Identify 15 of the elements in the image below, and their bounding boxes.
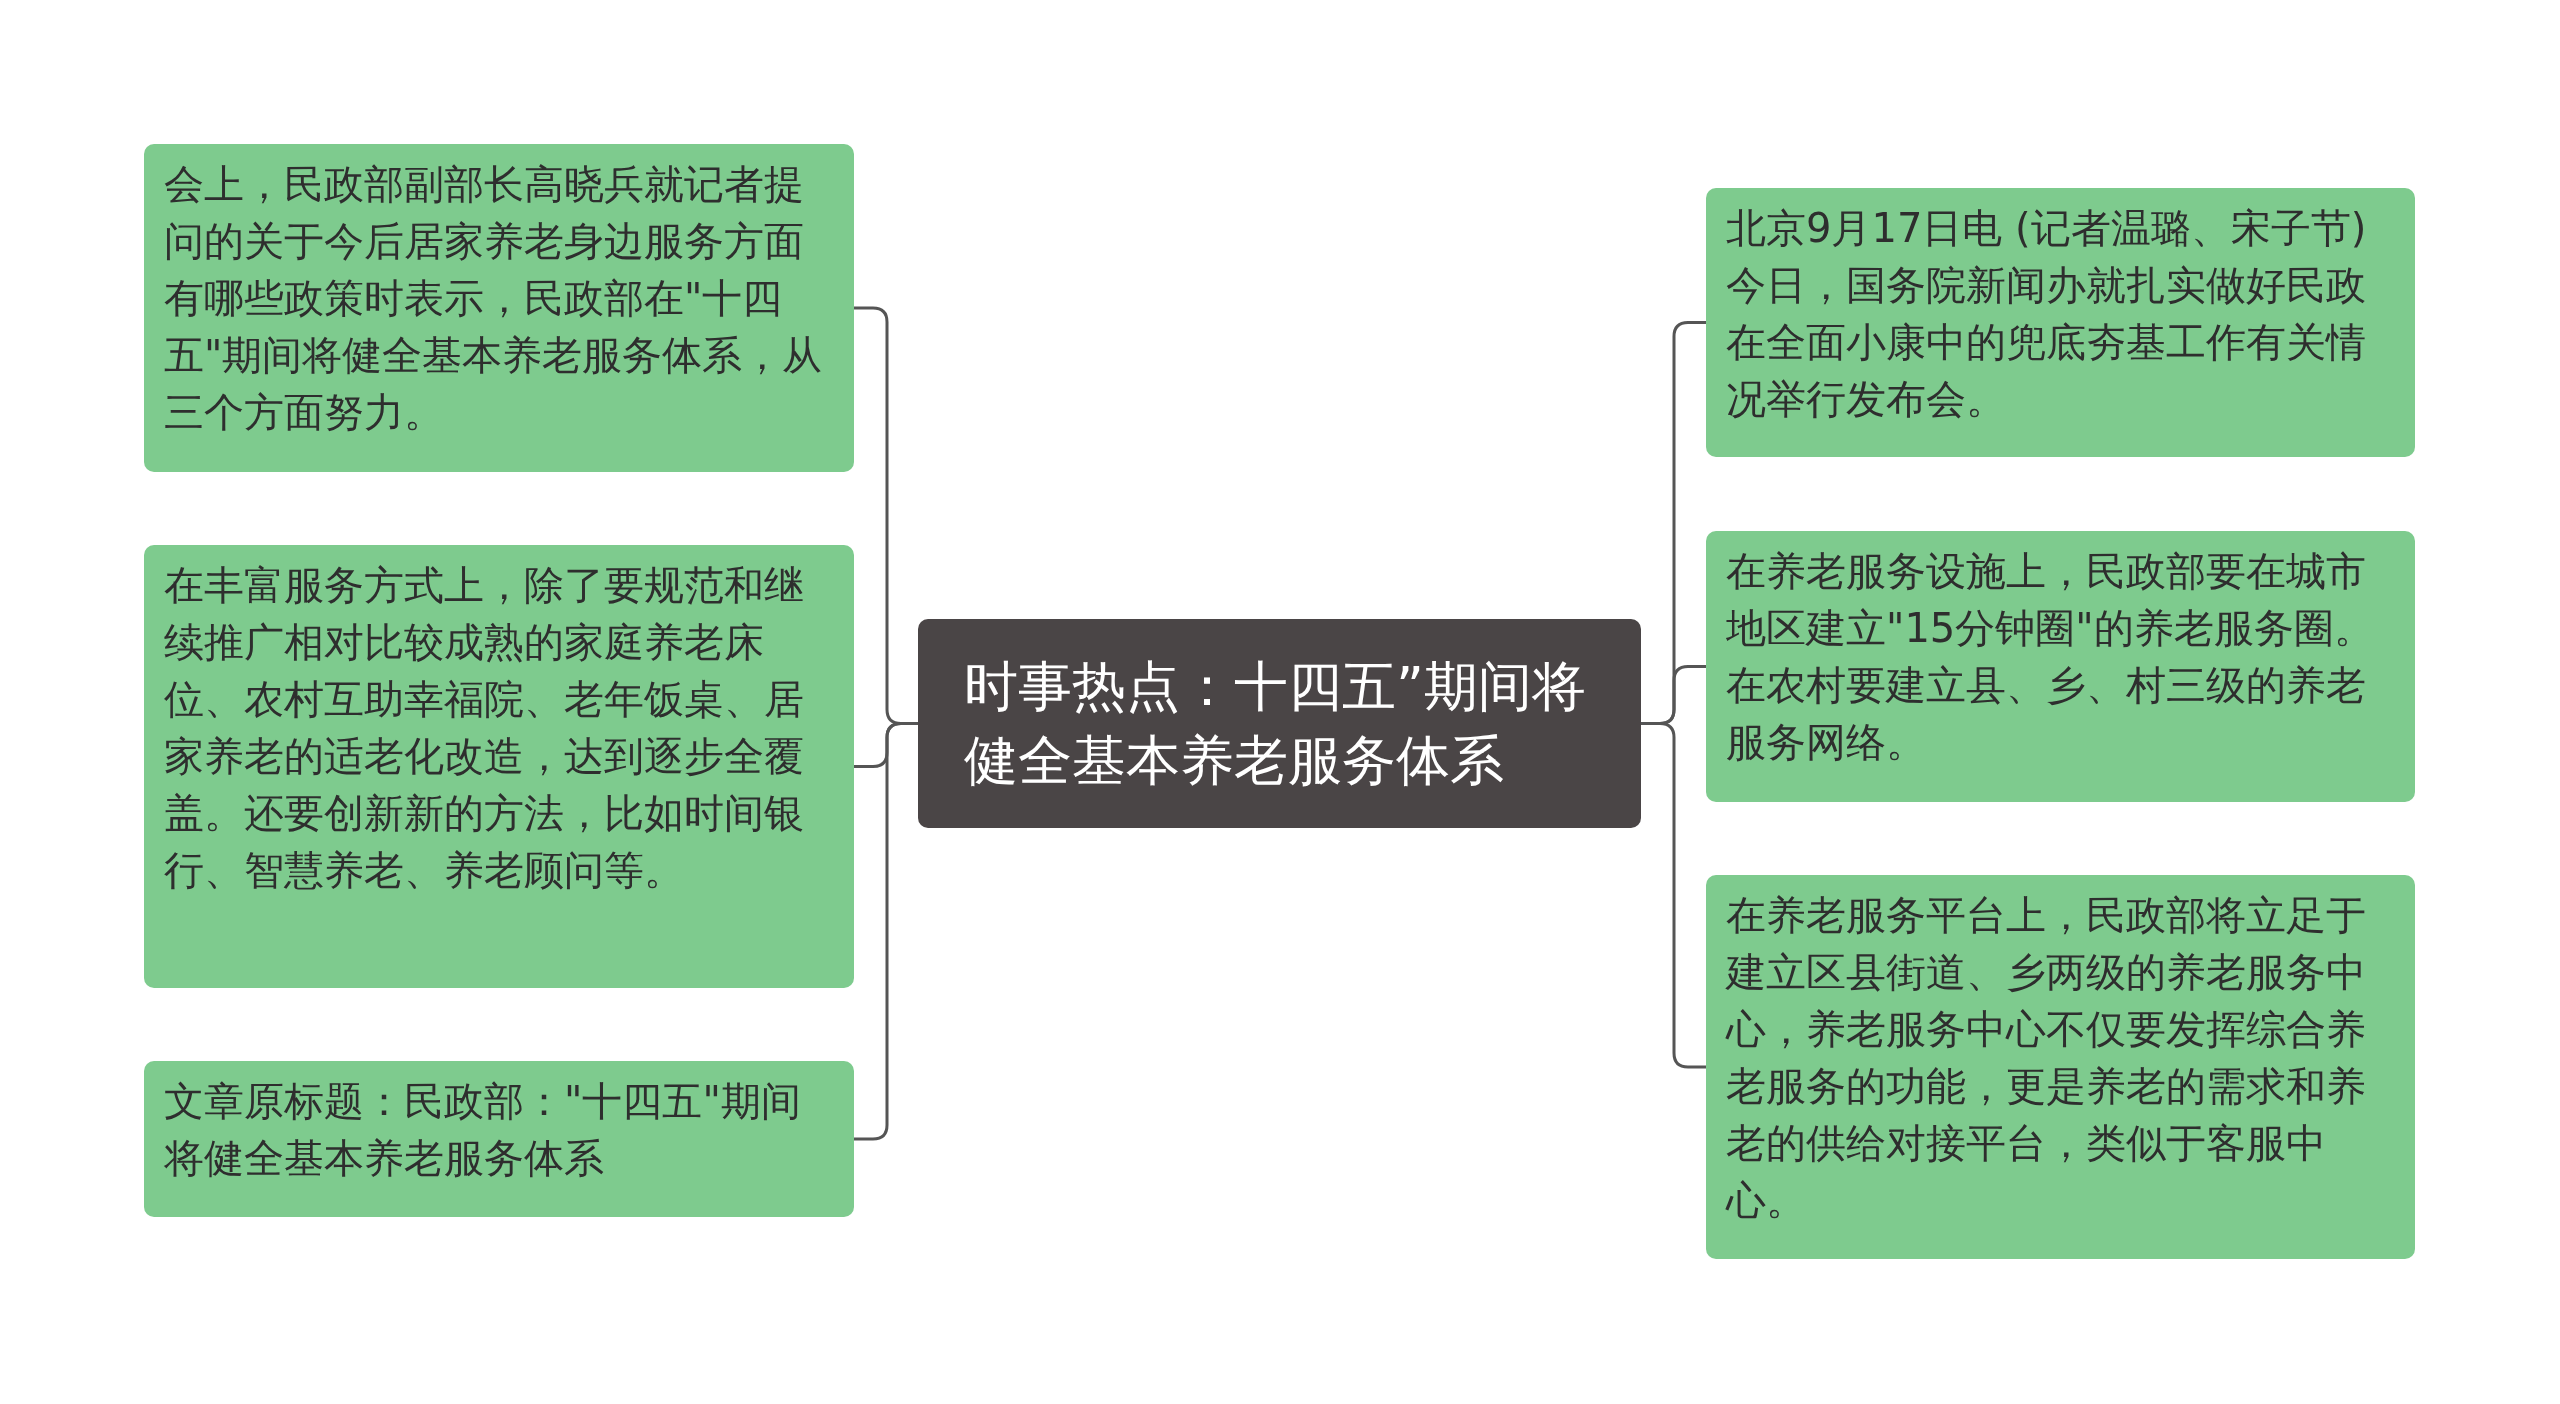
topic-text: 北京9月17日电 (记者温璐、宋子节)今日，国务院新闻办就扎实做好民政在全面小康中的兜底夯基工作有关情况举行发布会。 [1726, 204, 2368, 424]
central-topic-box [918, 619, 1641, 828]
topic-box [144, 545, 854, 988]
topic-text: 文章原标题：民政部："十四五"期间将健全基本养老服务体系 [164, 1077, 802, 1183]
topic-text: 在丰富服务方式上，除了要规范和继续推广相对比较成熟的家庭养老床位、农村互助幸福院、老年饭桌、居家养老的适老化改造，达到逐步全覆盖。还要创新新的方法，比如时间银行、智慧养老、养老顾问等。 [164, 561, 805, 895]
topic-text: 在养老服务平台上，民政部将立足于建立区县街道、乡两级的养老服务中心，养老服务中心不仅要发挥综合养老服务的功能，更是养老的需求和养老的供给对接平台，类似于客服中心。 [1726, 891, 2367, 1225]
connector-line [854, 722, 918, 1141]
topic-box [1706, 531, 2415, 802]
topic-box [1706, 188, 2415, 457]
topic-box [144, 144, 854, 472]
topic-box [1706, 875, 2415, 1259]
topic-box [144, 1061, 854, 1217]
topic-text: 在养老服务设施上，民政部要在城市地区建立"15分钟圈"的养老服务圈。在农村要建立县、乡、村三级的养老服务网络。 [1726, 547, 2375, 767]
topic-text: 时事热点：十四五”期间将健全基本养老服务体系 [964, 653, 1587, 794]
topic-text: 会上，民政部副部长高晓兵就记者提问的关于今后居家养老身边服务方面有哪些政策时表示，民政部在"十四五"期间将健全基本养老服务体系，从三个方面努力。 [164, 160, 824, 437]
